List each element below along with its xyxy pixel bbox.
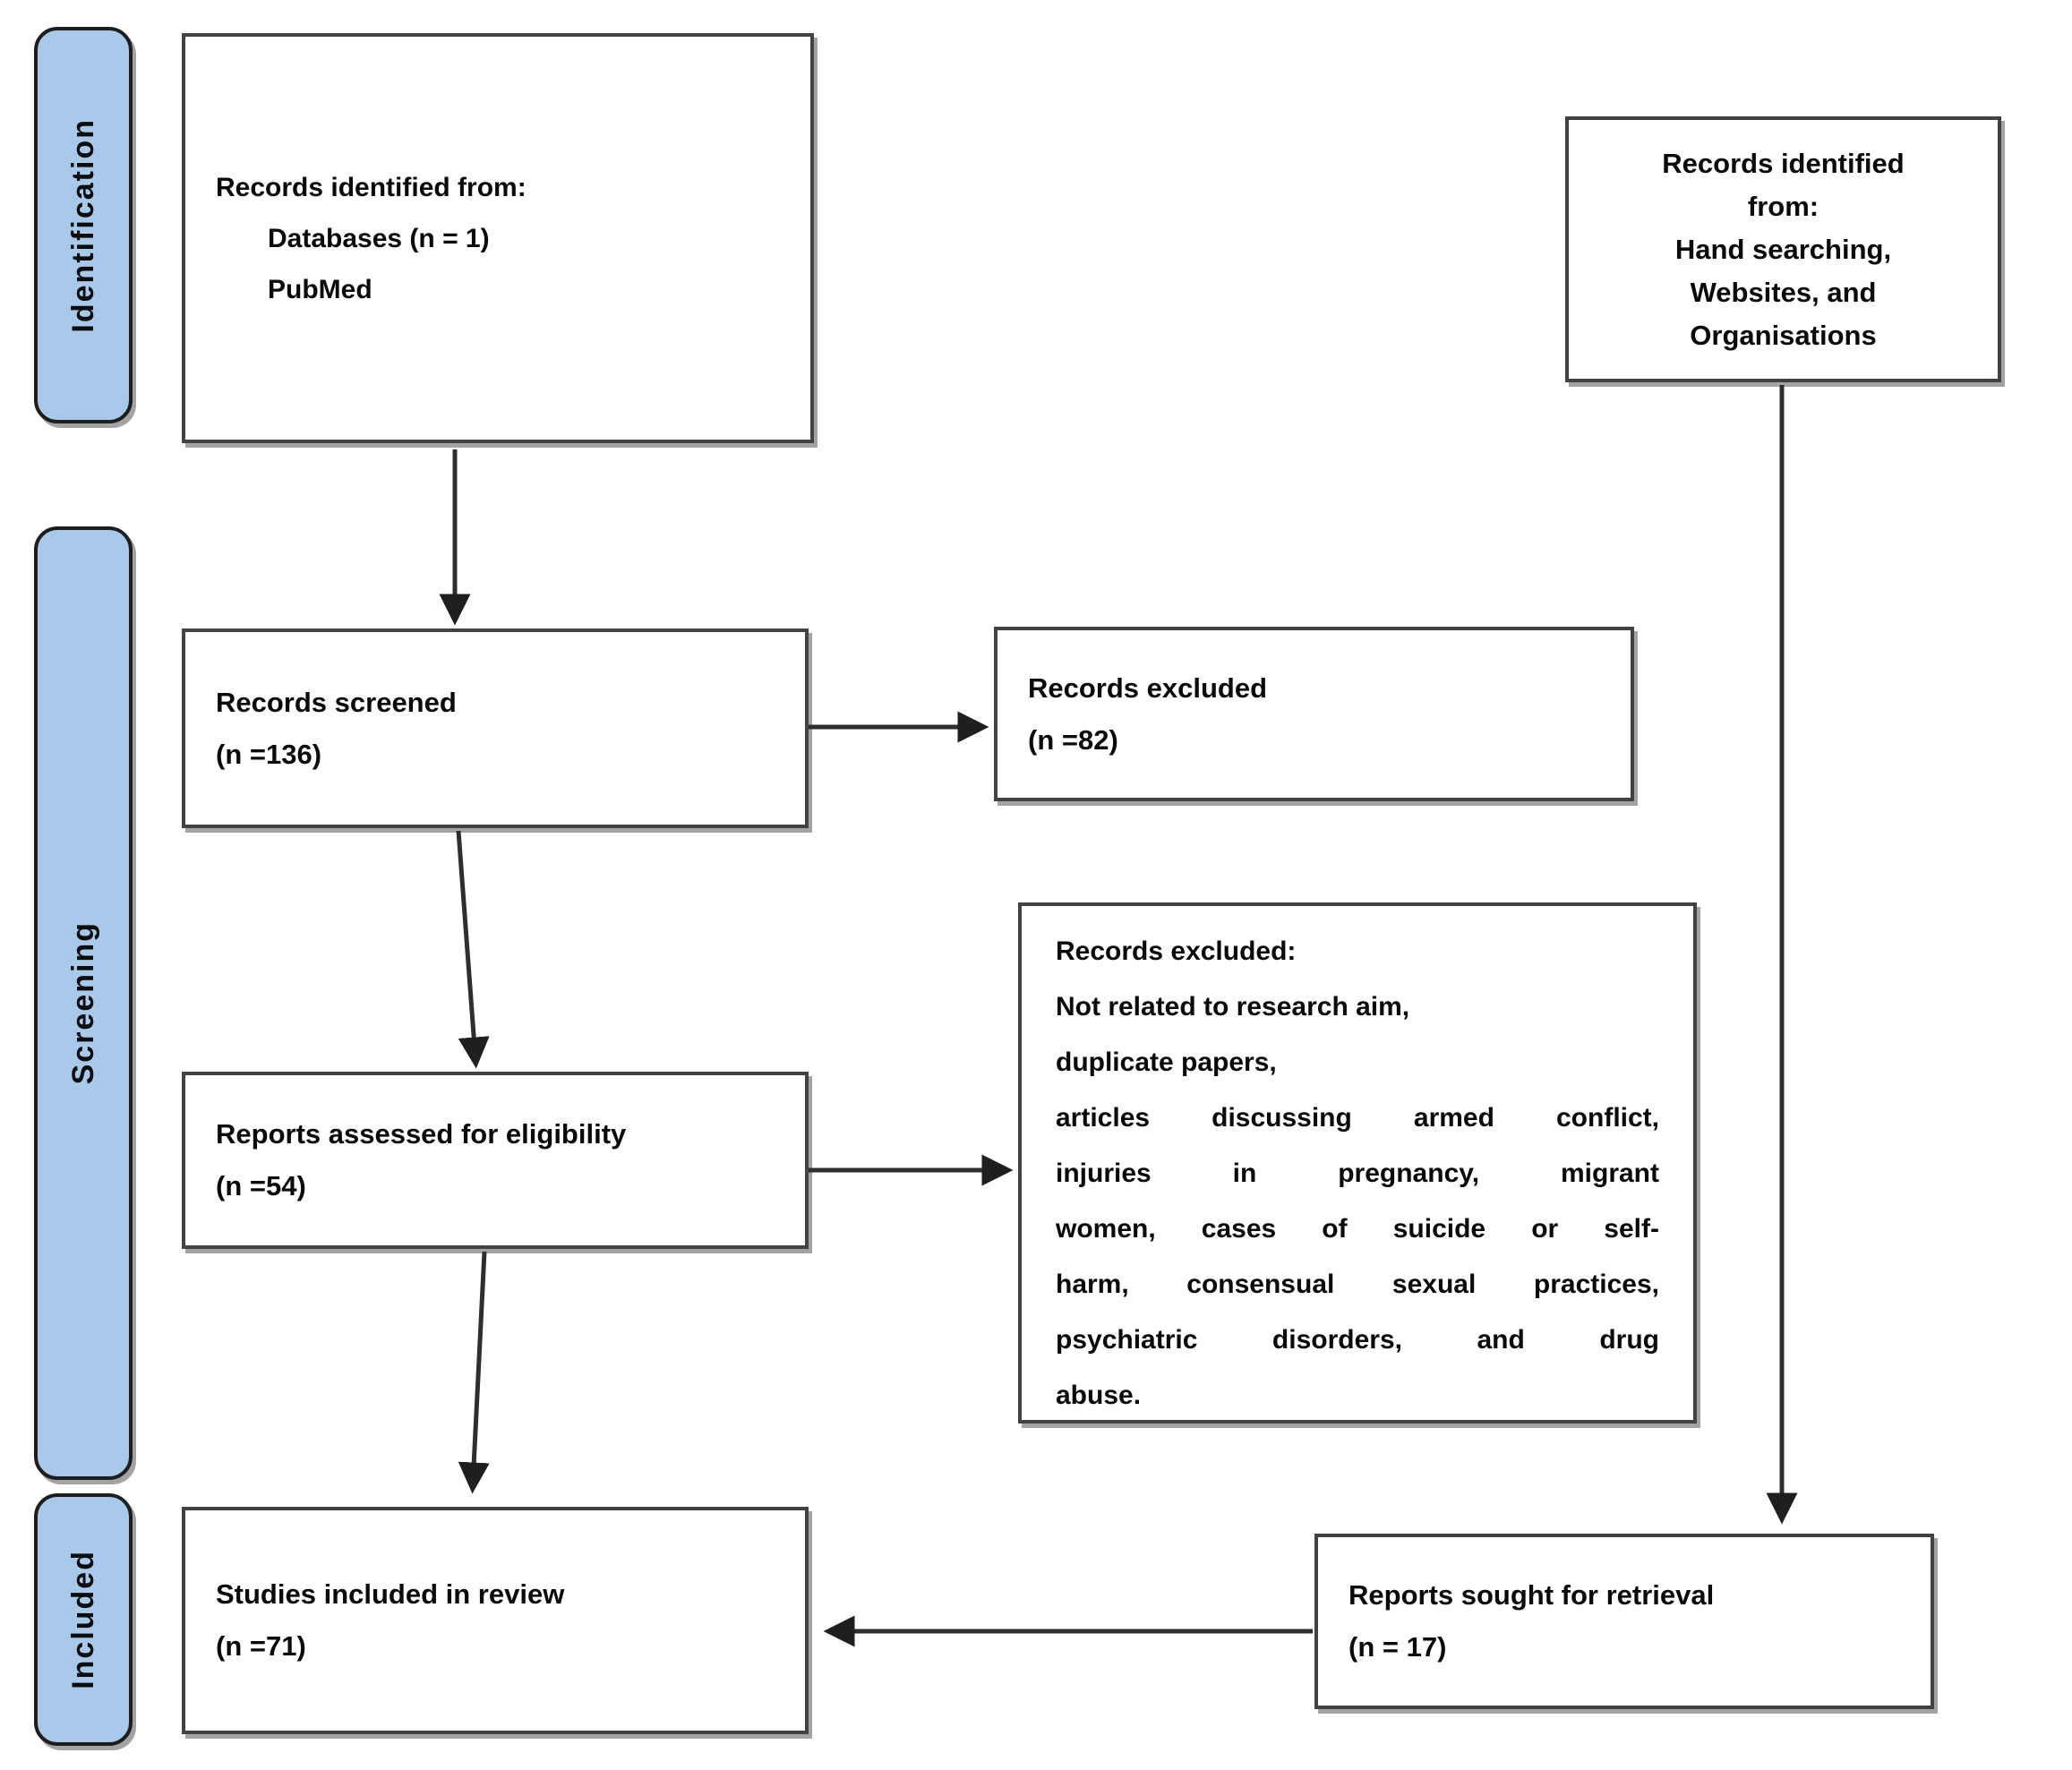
records-screened-title: Records screened [216, 686, 457, 718]
box-reports-sought-retrieval: Reports sought for retrieval (n = 17) [1314, 1534, 1934, 1709]
stage-identification-bar: Identification [34, 27, 133, 423]
records-identified-databases-title: Records identified from: [216, 172, 527, 202]
exclusion-reasons-line3: duplicate papers, [1056, 1047, 1277, 1077]
records-identified-databases-source: PubMed [268, 274, 372, 304]
records-identified-other-line4: Websites, and [1690, 276, 1877, 308]
arrow-screened-to-assessed [456, 830, 490, 1069]
records-excluded-count: (n =82) [1028, 723, 1118, 756]
records-identified-other-line1: Records identified [1662, 147, 1905, 179]
stage-included-label: Included [65, 1550, 100, 1689]
exclusion-reasons-line2: Not related to research aim, [1056, 992, 1410, 1022]
studies-included-title: Studies included in review [216, 1578, 565, 1610]
records-screened-count: (n =136) [216, 738, 322, 770]
arrow-assessed-to-included [458, 1251, 490, 1494]
stage-identification-label: Identification [65, 117, 100, 333]
studies-included-count: (n =71) [216, 1630, 306, 1662]
exclusion-reasons-line1: Records excluded: [1056, 936, 1297, 966]
box-records-screened: Records screened (n =136) [182, 628, 809, 828]
box-records-identified-other-sources: Records identified from: Hand searching,… [1565, 116, 2001, 382]
stage-included-bar: Included [34, 1493, 133, 1746]
reports-assessed-count: (n =54) [216, 1170, 306, 1201]
box-records-identified-databases: Records identified from: Databases (n = … [182, 33, 814, 443]
box-reports-assessed-eligibility: Reports assessed for eligibility (n =54) [182, 1072, 809, 1249]
reports-assessed-title: Reports assessed for eligibility [216, 1118, 627, 1150]
records-identified-other-line5: Organisations [1690, 319, 1877, 351]
exclusion-reasons-line9: abuse. [1056, 1381, 1142, 1410]
box-records-excluded: Records excluded (n =82) [994, 627, 1634, 801]
exclusion-reasons-line7: harm, consensual sexual practices, [1056, 1270, 1659, 1299]
records-identified-other-line2: from: [1747, 190, 1819, 222]
stage-screening-label: Screening [65, 921, 100, 1085]
records-identified-databases-count: Databases (n = 1) [268, 223, 490, 253]
box-records-excluded-reasons: Records excluded: Not related to researc… [1018, 902, 1697, 1424]
exclusion-reasons-line5: injuries in pregnancy, migrant [1056, 1159, 1659, 1188]
exclusion-reasons-line6: women, cases of suicide or self- [1056, 1214, 1659, 1244]
reports-sought-count: (n = 17) [1349, 1631, 1447, 1663]
reports-sought-title: Reports sought for retrieval [1349, 1579, 1715, 1611]
box-studies-included-review: Studies included in review (n =71) [182, 1507, 809, 1734]
records-excluded-title: Records excluded [1028, 671, 1268, 704]
stage-screening-bar: Screening [34, 526, 133, 1480]
exclusion-reasons-line8: psychiatric disorders, and drug [1056, 1325, 1659, 1355]
records-identified-other-line3: Hand searching, [1674, 233, 1892, 265]
exclusion-reasons-line4: articles discussing armed conflict, [1056, 1103, 1659, 1133]
